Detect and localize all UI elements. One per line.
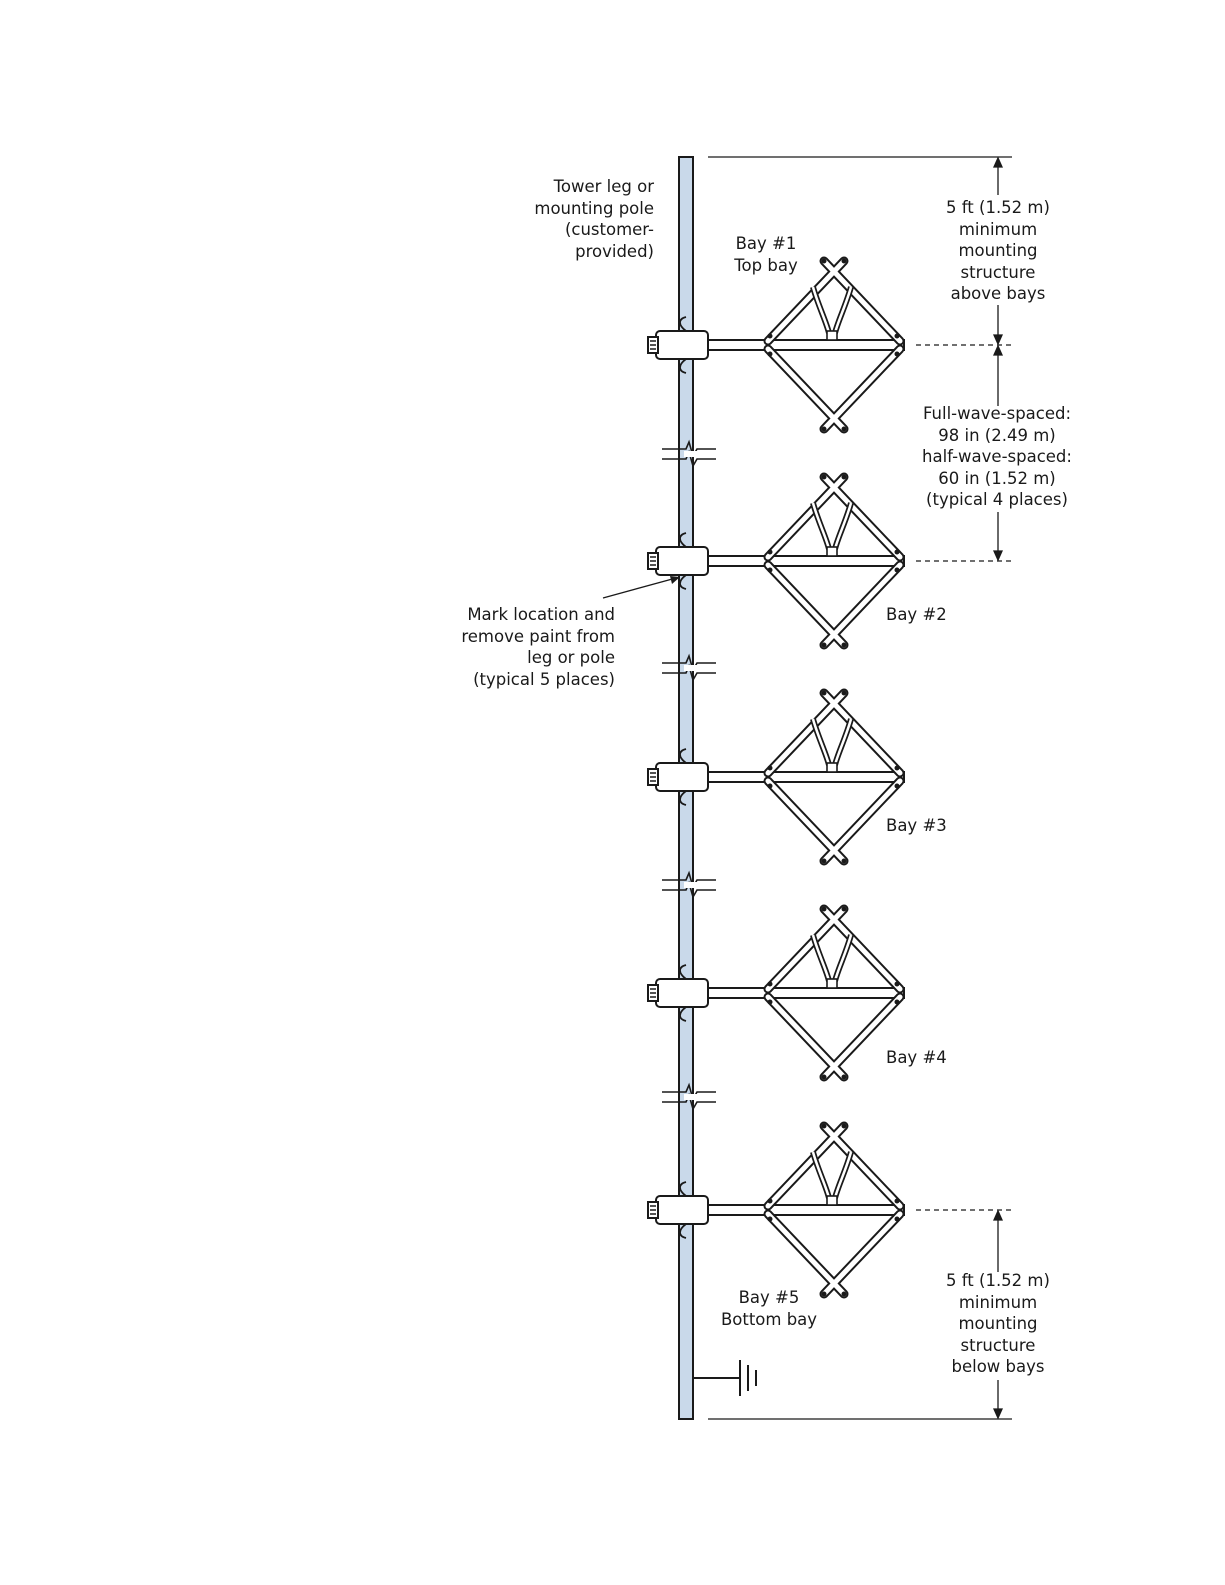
mark-label-line: Mark location and [467, 605, 615, 624]
bay-label-line: Bay #2 [886, 605, 947, 624]
spacing-label-line: half-wave-spaced: [922, 447, 1072, 466]
top-dim-line: structure [960, 262, 1036, 282]
bottom-dim-line: mounting [958, 1314, 1038, 1333]
ground-symbol-icon [693, 1360, 757, 1396]
bay-spacing-label: Full-wave-spaced: 98 in (2.49 m) half-wa… [914, 403, 1080, 511]
arrowhead-icon [670, 576, 680, 584]
bottom-dim-line: structure [960, 1335, 1036, 1355]
top-dim-line: 5 ft (1.52 m) [946, 198, 1050, 217]
mark-label-line: remove paint from [461, 626, 615, 646]
bay-4-label: Bay #4 [886, 1047, 947, 1069]
mark-label-line: leg or pole [527, 648, 615, 667]
bay-3-label: Bay #3 [886, 815, 947, 837]
top-dim-line: above bays [950, 284, 1046, 303]
spacing-label-line: 98 in (2.49 m) [938, 425, 1056, 445]
bay-2-label: Bay #2 [886, 604, 947, 626]
spacing-label-line: Full-wave-spaced: [922, 404, 1072, 423]
arrowhead-icon [992, 550, 1004, 562]
bottom-dim-line: 5 ft (1.52 m) [946, 1271, 1050, 1290]
bay-label-line: Top bay [734, 255, 798, 275]
top-clearance-label: 5 ft (1.52 m) minimum mounting structure… [937, 197, 1059, 305]
top-dim-line: minimum [958, 219, 1038, 239]
bottom-clearance-label: 5 ft (1.52 m) minimum mounting structure… [937, 1270, 1059, 1378]
tower-label-line: mounting pole [534, 198, 654, 218]
arrowhead-icon [992, 344, 1004, 356]
arrowhead-icon [992, 334, 1004, 346]
bay-label-line: Bay #3 [886, 816, 947, 835]
spacing-label-line: 60 in (1.52 m) [938, 468, 1056, 488]
bay-5-label: Bay #5 Bottom bay [711, 1287, 827, 1330]
bay-label-line: Bay #4 [886, 1048, 947, 1067]
tower-leg-label: Tower leg or mounting pole (customer- pr… [534, 176, 654, 262]
mark-label-line: (typical 5 places) [473, 669, 615, 689]
bottom-dim-line: minimum [958, 1292, 1038, 1312]
arrowhead-icon [992, 1209, 1004, 1221]
bay-1-label: Bay #1 Top bay [720, 233, 812, 276]
bottom-dim-line: below bays [951, 1357, 1045, 1376]
arrowhead-icon [992, 156, 1004, 168]
spacing-label-line: (typical 4 places) [926, 490, 1068, 509]
bay-label-line: Bay #1 [735, 234, 797, 253]
tower-label-line: provided) [575, 241, 654, 261]
bay-label-line: Bottom bay [720, 1309, 818, 1329]
mark-location-label: Mark location and remove paint from leg … [461, 604, 615, 690]
arrowhead-icon [992, 1408, 1004, 1420]
mark-location-leader-line [602, 577, 677, 599]
top-dim-line: mounting [958, 241, 1038, 260]
bay-label-line: Bay #5 [738, 1288, 800, 1307]
tower-label-line: Tower leg or [553, 177, 654, 196]
tower-label-line: (customer- [564, 220, 654, 239]
